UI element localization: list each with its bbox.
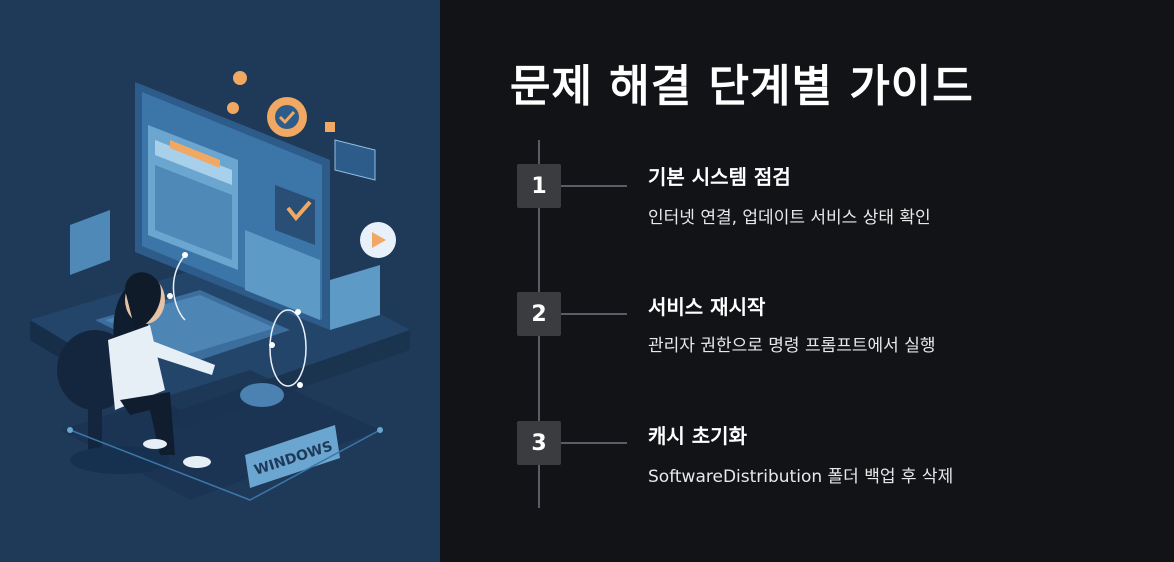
illustration-panel: WINDOWS [0, 0, 440, 562]
step-description-2: 관리자 권한으로 명령 프롬프트에서 실행 [648, 336, 936, 356]
step-connector-3 [561, 442, 627, 444]
step-title-2: 서비스 재시작 [648, 295, 766, 319]
step-number-3: 3 [517, 421, 561, 465]
page-title: 문제 해결 단계별 가이드 [510, 61, 974, 112]
computer-user-illustration: WINDOWS [0, 0, 440, 562]
step-description-1: 인터넷 연결, 업데이트 서비스 상태 확인 [648, 208, 931, 228]
step-description-3: SoftwareDistribution 폴더 백업 후 삭제 [648, 467, 954, 487]
step-number-2: 2 [517, 292, 561, 336]
step-title-1: 기본 시스템 점검 [648, 165, 791, 189]
step-connector-2 [561, 313, 627, 315]
step-number-1: 1 [517, 164, 561, 208]
step-title-3: 캐시 초기화 [648, 424, 747, 448]
guide-panel: 문제 해결 단계별 가이드 1 기본 시스템 점검 인터넷 연결, 업데이트 서… [440, 0, 1174, 562]
step-connector-1 [561, 185, 627, 187]
